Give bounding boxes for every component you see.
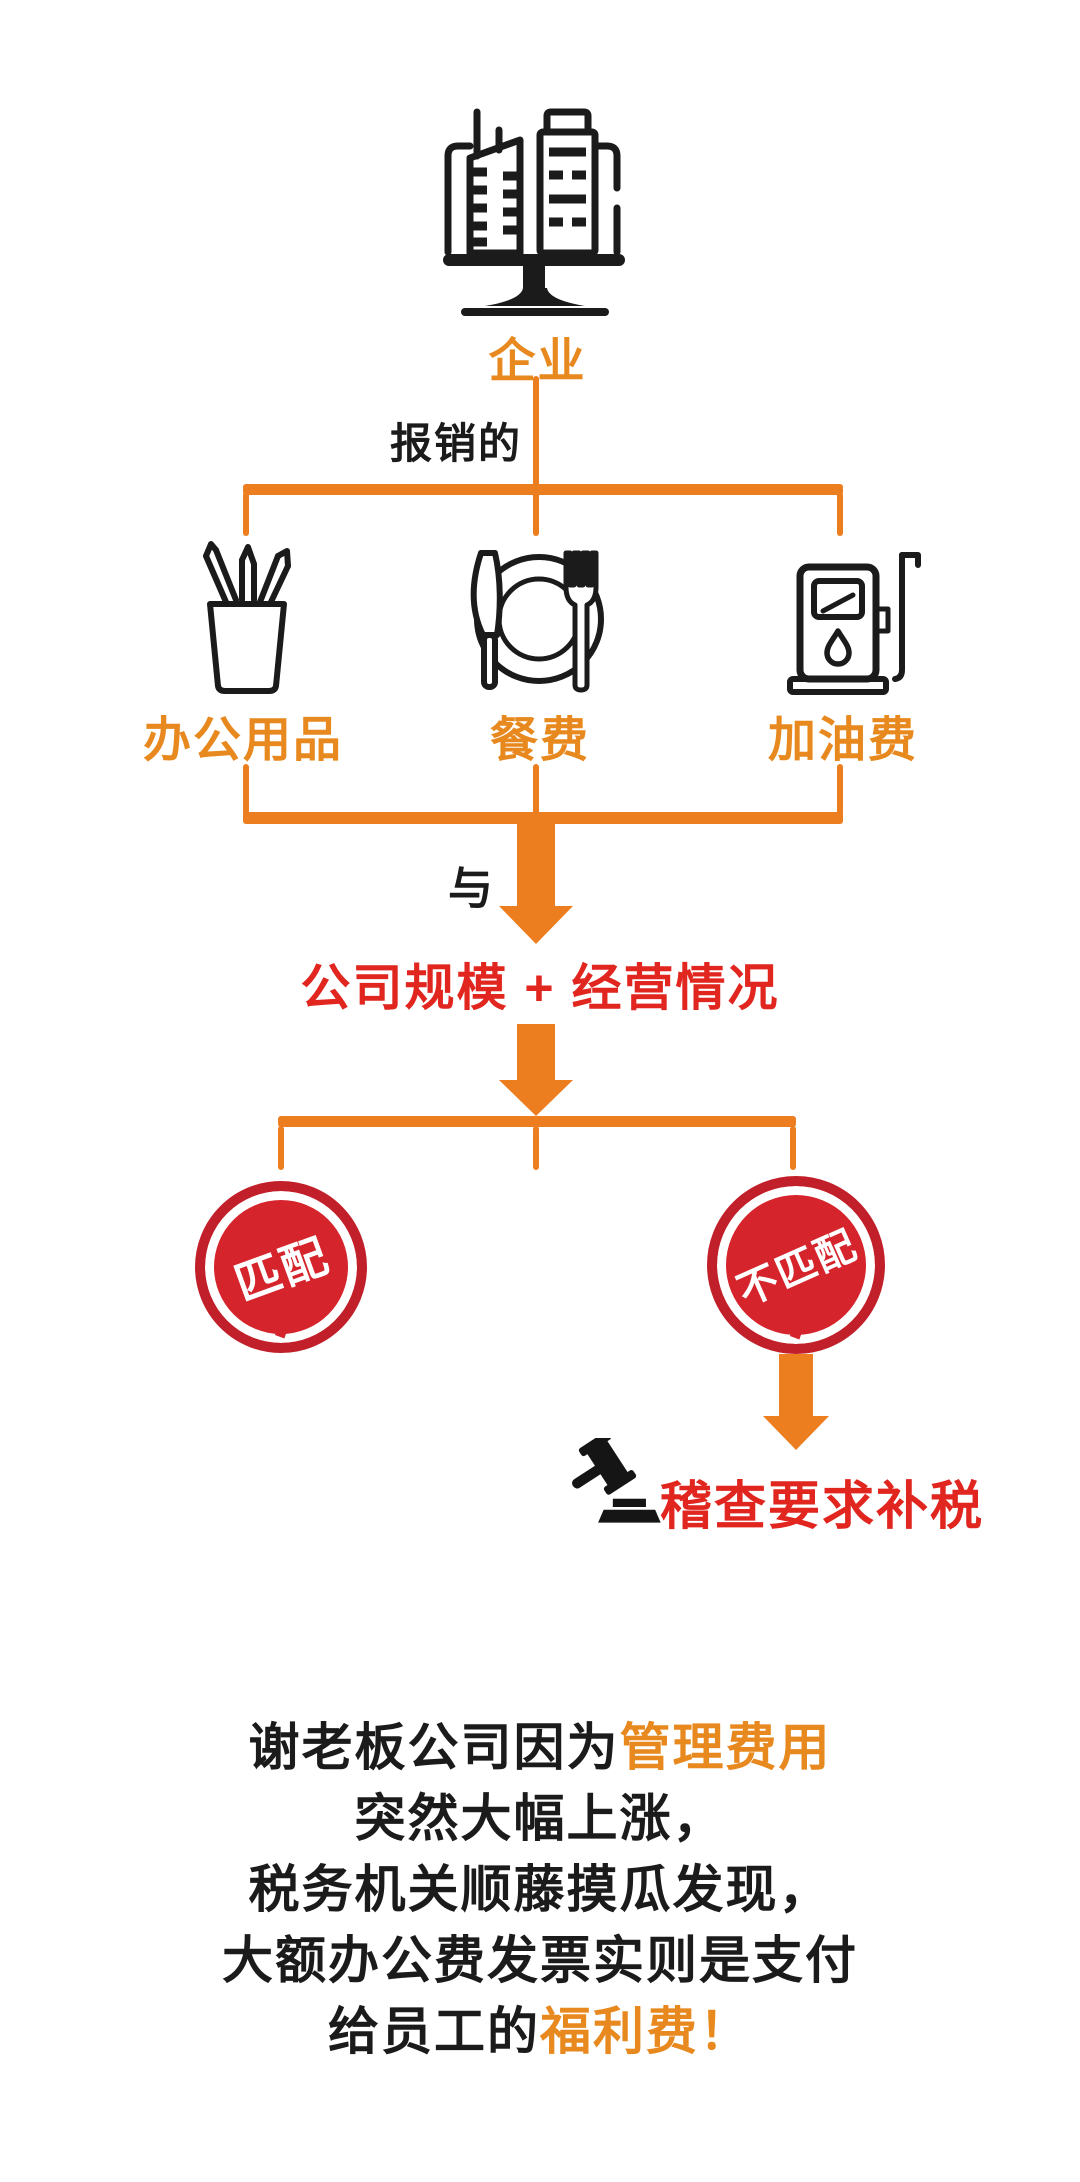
plate-cutlery-icon [442,545,637,697]
big-arrow-3-head [763,1416,829,1450]
expense-label-fuel: 加油费 [767,714,918,767]
connector-root-down [533,376,539,488]
big-arrow-2-shaft [517,1024,555,1080]
converge-stub-center [533,764,539,816]
story-line-1-highlight: 管理费用 [619,1719,832,1776]
gavel-icon [552,1438,670,1530]
story-line-2: 突然大幅上涨， [354,1790,726,1847]
branch-drop-right [837,492,843,536]
big-arrow-1-head [499,906,573,944]
fuel-pump-icon [775,545,925,695]
story-line-3: 税务机关顺藤摸瓜发现， [248,1861,832,1918]
converge-stub-right [837,764,843,816]
story-line-5: 给员工的福利费！ [0,1996,1080,2067]
story-line-1-black: 谢老板公司因为 [248,1719,620,1776]
stamp-mismatch: 不匹配 [707,1176,885,1354]
stamp-match-label: 匹配 [228,1228,337,1311]
outcome-drop-center [533,1126,539,1170]
expense-label-office-supplies: 办公用品 [142,714,343,767]
story-line-5-highlight: 福利费！ [540,2003,753,2060]
outcome-branch-line [278,1116,796,1127]
outcome-drop-left [278,1126,284,1170]
branch-line-top [243,484,843,495]
outcome-drop-right [790,1126,796,1170]
story-paragraph: 谢老板公司因为管理费用 突然大幅上涨， 税务机关顺藤摸瓜发现， 大额办公费发票实… [0,1712,1080,2067]
stamp-mismatch-label: 不匹配 [731,1222,865,1315]
expense-label-meals: 餐费 [489,714,590,767]
big-arrow-3-shaft [779,1354,813,1416]
enterprise-buildings-icon [435,92,640,317]
big-arrow-2-head [499,1080,573,1116]
converge-line [243,812,843,824]
consequence-label: 稽查要求补税 [660,1478,985,1536]
branch-label: 报销的 [389,420,522,467]
story-line-5-black: 给员工的 [327,2003,540,2060]
story-line-4: 大额办公费发票实则是支付 [221,1932,858,1989]
criteria-label: 公司规模 + 经营情况 [300,960,780,1016]
branch-drop-left [243,492,249,536]
big-arrow-1-shaft [517,822,555,906]
story-line-1: 谢老板公司因为管理费用 [0,1712,1080,1783]
join-label: 与 [448,863,494,914]
converge-stub-left [243,764,249,816]
branch-drop-center [533,492,539,536]
stamp-match: 匹配 [195,1181,367,1353]
pen-cup-icon [180,540,315,698]
